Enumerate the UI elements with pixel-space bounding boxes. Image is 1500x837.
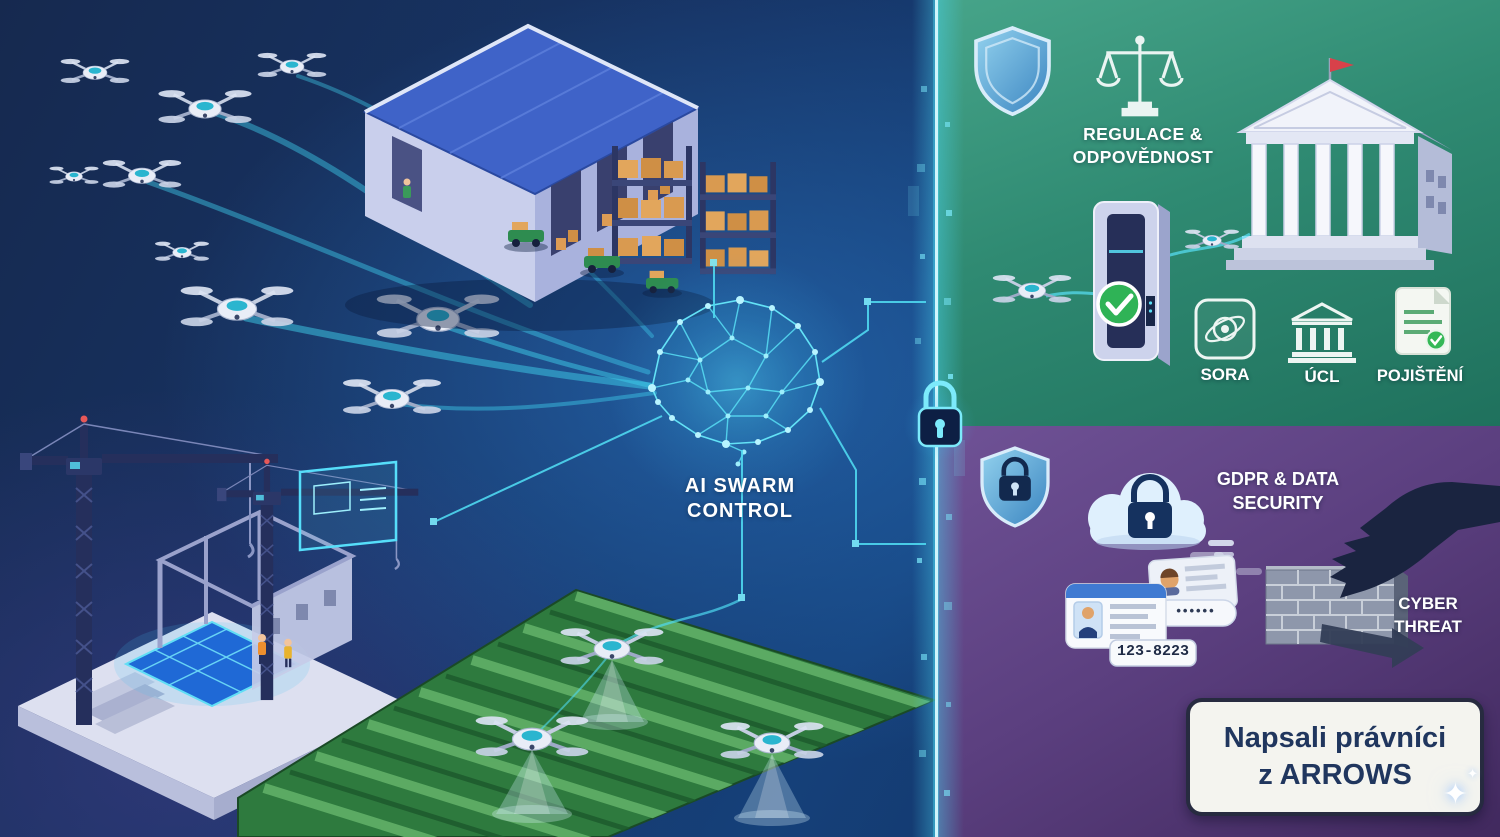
gdpr-title-line1: GDPR & DATA xyxy=(1216,469,1340,489)
cyber-hand-icon xyxy=(1330,482,1500,598)
warehouse-illustration xyxy=(345,23,776,331)
justice-scales-icon xyxy=(1096,35,1184,117)
regulation-title-line1: REGULACE & xyxy=(1083,124,1203,144)
credit-line-1: Napsali právníci xyxy=(1223,722,1447,754)
drone-icon xyxy=(256,51,328,79)
sparkle-icon: ✦ xyxy=(1442,778,1468,811)
id-cards xyxy=(1065,552,1262,667)
breach-arrow-icon xyxy=(1320,624,1424,668)
gdpr-title: GDPR & DATA SECURITY xyxy=(1200,467,1356,515)
agv-robot xyxy=(580,248,624,278)
ai-brain-network xyxy=(607,253,867,513)
farm-field xyxy=(237,588,937,837)
gdpr-shield-icon xyxy=(980,446,1050,528)
drone-icon xyxy=(181,286,294,326)
drone-icon xyxy=(341,377,443,416)
ai-label-line1: AI SWARM xyxy=(684,475,796,497)
sora-label: SORA xyxy=(1200,365,1250,384)
cyber-threat-label: CYBER THREAT xyxy=(1385,592,1471,638)
credit-badge: Napsali právníci z ARROWS ✦ ✦ xyxy=(1186,698,1484,816)
ucl-label: ÚCL xyxy=(1304,367,1340,386)
certificate-icon xyxy=(1395,287,1451,355)
atom-icon xyxy=(1194,298,1256,360)
worker-figure xyxy=(284,638,292,668)
brain-glow xyxy=(607,253,867,513)
drone-icon xyxy=(154,240,210,262)
id-number-text: 123-8223 xyxy=(1116,643,1189,660)
gate-drone xyxy=(1184,228,1240,250)
gate-check-icon xyxy=(1096,281,1142,327)
password-mask-text: •••••• xyxy=(1176,603,1216,618)
sparkle-small-icon: ✦ xyxy=(1467,766,1478,781)
drone-icon xyxy=(156,88,254,125)
hologram-screen xyxy=(298,460,398,552)
ai-swarm-control-label: AI SWARM CONTROL xyxy=(645,474,835,524)
pojisteni-label: POJIŠTĚNÍ xyxy=(1376,367,1464,385)
agv-robot xyxy=(504,222,548,252)
ai-label-line2: CONTROL xyxy=(687,500,793,522)
government-building xyxy=(1226,58,1452,270)
divider-lock-icon xyxy=(904,380,976,460)
regulation-title-line2: ODPOVĚDNOST xyxy=(1072,147,1214,167)
drone-icon xyxy=(48,165,100,185)
regulation-title: REGULACE & ODPOVĚDNOST xyxy=(1048,123,1238,169)
spray-cone xyxy=(492,660,810,826)
worker-figure xyxy=(258,634,266,664)
regulation-shield-icon xyxy=(974,26,1051,117)
drone-icon xyxy=(101,158,183,190)
id-number-pill xyxy=(1109,639,1197,667)
compliance-gate xyxy=(991,201,1251,366)
bank-icon xyxy=(1288,302,1356,363)
connector-lines xyxy=(430,259,926,601)
gate-drone xyxy=(991,273,1073,305)
cloud-lock-icon xyxy=(1088,473,1234,557)
building-frame xyxy=(155,509,357,690)
credit-line-2: z ARROWS xyxy=(1258,759,1412,791)
cyber-threat-line1: CYBER xyxy=(1398,594,1458,613)
cyber-threat-line2: THREAT xyxy=(1394,617,1462,636)
drone-icon xyxy=(59,57,131,85)
storage-racks xyxy=(612,146,776,275)
gdpr-title-line2: SECURITY xyxy=(1232,493,1324,513)
